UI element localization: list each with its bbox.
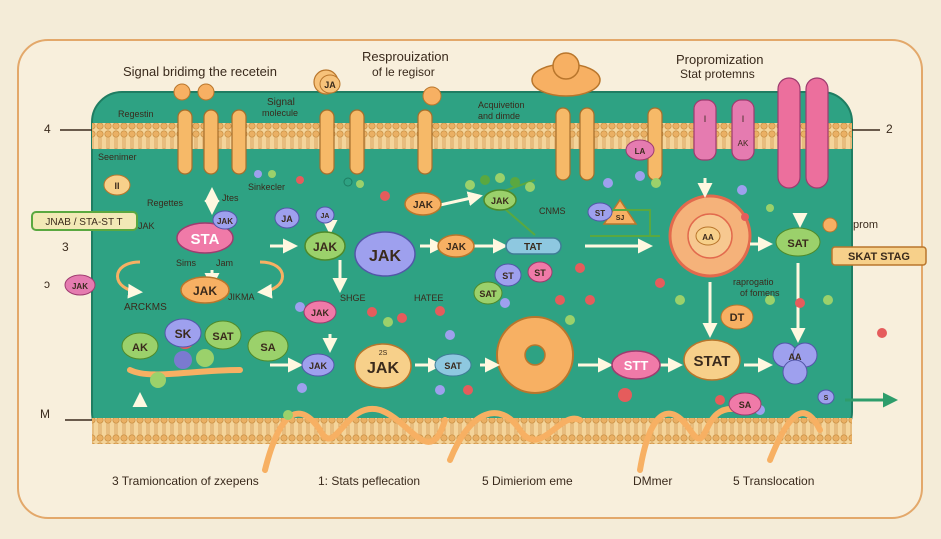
acquivetion-label: Acquivetion [478,100,525,110]
step-label-1: 3 Tramioncation of zxepens [112,474,259,488]
jak-side-label: JAK [72,282,88,291]
stat-right-label: SAT [787,238,808,250]
jnab-box [31,211,138,231]
of-le-regisor-label: of le regisor [372,65,435,79]
side-label-m: M [40,407,50,421]
receptors-top [177,77,829,189]
sims-label: Sims [176,258,196,268]
dt-label: DT [730,312,745,324]
jak-green-label: JAK [491,196,510,206]
molecule-label: molecule [262,108,299,118]
side-label-2: 2 [886,122,893,136]
molecules: STA JAK JAK JAK JAK JAK JAK TAT ST SAT S… [64,74,835,416]
st-small-label: ST [595,209,605,218]
molecule-dots [150,170,887,420]
jam-label: Jam [216,258,234,268]
step-label-2: 1: Stats peflecation [318,474,421,488]
stat-label: STAT [694,353,731,370]
jtes-label: Jtes [222,193,239,203]
rapro-label: raprogatio [733,277,774,287]
cnms-label: CNMS [539,206,566,216]
receptor-label-i: I [704,114,707,124]
skat-label: SKAT STAG [848,251,910,263]
signal-binding-label: Signal bridimg the recetein [123,64,277,79]
aa-nucleus-label: AA [702,233,714,242]
jak-circ-label: JAK [217,217,233,226]
triangle-label: SJ [616,215,625,222]
sat2-label: SAT [212,331,233,343]
jak-right-label: JAK [446,242,467,253]
of-fomens-label: of fomens [740,288,780,298]
jak-mid-label: JAK [313,240,337,254]
jnab-label: JNAB / STA-ST T [45,217,122,228]
receptor-label-ak: AK [738,139,749,148]
st-label: ST [502,271,514,281]
step-label-5: 5 Translocation [733,474,815,488]
sat-label: SAT [479,289,497,299]
jak-big-sub: 2S [379,350,388,357]
sinkecler-label: Sinkecler [248,182,286,192]
jak-small-label: JAK [138,221,155,231]
sat3-label: SAT [444,361,462,371]
side-label-4: 4 [44,122,51,136]
hatee-label: HATEE [414,293,444,303]
st2-label: ST [534,268,546,278]
step-label-3: 5 Dimieriom eme [482,474,573,488]
step-label-4: DMmer [633,474,673,488]
jak-top-label: JAK [413,200,434,211]
s-label: S [824,395,829,402]
skat-box [831,246,927,266]
regettes-label: Regettes [147,198,184,208]
ak-label: AK [132,342,148,354]
ja-top-label: JA [324,80,336,90]
side-label-c: ɔ [44,277,50,291]
seenimer-label: Seenimer [98,152,137,162]
ja2-label: JA [321,213,330,220]
jak-purple-label: JAK [309,361,328,371]
jak-center-label: JAK [369,248,401,265]
stt-label: STT [624,358,649,373]
side-label-3: 3 [62,240,69,254]
regestin-label: Regestin [118,109,154,119]
prom-label: prom [853,219,879,231]
pink-receptor-labels: I I AK [704,114,749,148]
sta-label: STA [191,231,220,248]
jak-pink-label: JAK [311,308,330,318]
top-membrane [92,123,852,149]
arckms-label: ARCKMS [124,302,167,313]
tat-label: TAT [524,242,542,253]
central-complex-core [524,344,546,366]
and-dimde-label: and dimde [478,111,521,121]
jikma-label: JIKMA [228,292,255,302]
resprouization-label: Resprouization [362,49,449,64]
ja-label: JA [281,214,293,224]
shge-label: SHGE [340,293,366,303]
signal-label: Signal [267,97,295,108]
propromization-label: Propromization [676,52,764,67]
stat-protemns-label: Stat protemns [680,67,755,81]
sa2-label: SA [739,400,752,410]
pathway-arrows [132,178,808,407]
aa-label: AA [789,352,802,362]
la-label: LA [635,147,646,156]
jak-left-label: JAK [193,284,217,298]
ii-label: II [114,181,119,191]
sk-label: SK [175,327,192,341]
jak-big-label: JAK [367,360,399,377]
receptor-label-i2: I [742,114,745,124]
sa-label: SA [260,342,275,354]
